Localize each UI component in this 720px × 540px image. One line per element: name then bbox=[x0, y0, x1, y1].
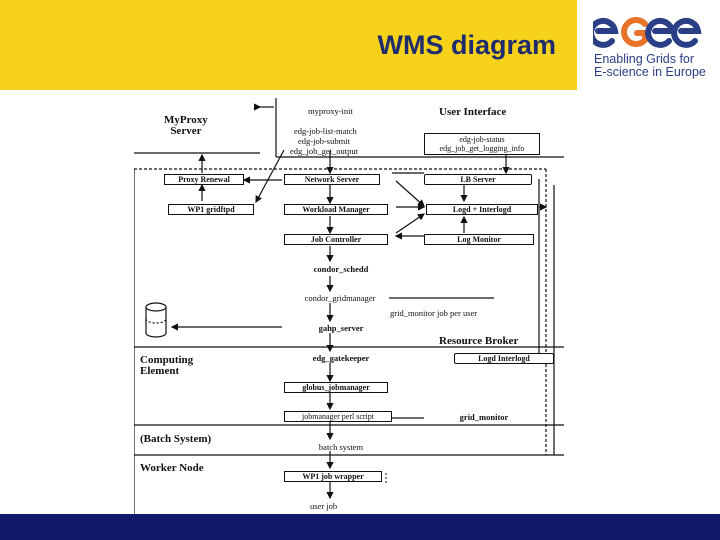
wp1-job-wrapper-box: WP1 job wrapper bbox=[284, 471, 382, 482]
cmd-get-output: edg_job_get_output bbox=[290, 146, 358, 156]
workload-manager-box: Workload Manager bbox=[284, 204, 388, 215]
logo-tagline-line1: Enabling Grids for bbox=[594, 52, 695, 66]
logo-tagline: Enabling Grids for E-science in Europe bbox=[594, 53, 706, 79]
section-resource-broker: Resource Broker bbox=[439, 335, 519, 347]
cmd-submit: edg-job-submit bbox=[298, 136, 350, 146]
status-command-box: edg-job-status edg_job_get_logging_info bbox=[424, 133, 540, 155]
grid-monitor-note: grid_monitor job per user bbox=[390, 308, 478, 318]
proxy-renewal-box: Proxy Renewal bbox=[164, 174, 244, 185]
section-user-interface: User Interface bbox=[439, 106, 507, 118]
cmd-logging-info: edg_job_get_logging_info bbox=[439, 144, 525, 153]
logd-interlogd-rb-box: Logd + Interlogd bbox=[426, 204, 538, 215]
logd-interlogd-ce-box: Logd Interlogd bbox=[454, 353, 554, 364]
condor-schedd-label: condor_schedd bbox=[313, 264, 369, 274]
section-worker-node: Worker Node bbox=[140, 462, 204, 474]
job-controller-box: Job Controller bbox=[284, 234, 388, 245]
user-job-label: user job bbox=[310, 501, 338, 511]
section-computing-element: Computing Element bbox=[140, 354, 194, 377]
logo-tagline-line2: E-science in Europe bbox=[594, 65, 706, 79]
gahp-server-label: gahp_server bbox=[318, 323, 364, 333]
wms-diagram: MyProxy Server User Interface Resource B… bbox=[134, 93, 564, 514]
grid-monitor-label: grid_monitor bbox=[459, 412, 509, 422]
page-title: WMS diagram bbox=[377, 30, 556, 60]
edg-gatekeeper-label: edg_gatekeeper bbox=[312, 353, 370, 363]
cmd-list-match: edg-job-list-match bbox=[294, 126, 357, 136]
globus-jobmanager-box: globus_jobmanager bbox=[284, 382, 388, 393]
storage-icon bbox=[145, 302, 167, 338]
cmd-job-status: edg-job-status bbox=[459, 135, 505, 144]
log-monitor-box: Log Monitor bbox=[424, 234, 534, 245]
section-myproxy-server: MyProxy Server bbox=[164, 114, 208, 137]
network-server-box: Network Server bbox=[284, 174, 380, 185]
egee-logo-icon bbox=[593, 17, 702, 48]
header-band bbox=[0, 0, 577, 90]
wp1-gridftpd-box: WP1 gridftpd bbox=[168, 204, 254, 215]
batch-system-label: batch system bbox=[318, 442, 364, 452]
footer-bar bbox=[0, 514, 720, 540]
diagram-lines bbox=[134, 98, 564, 514]
cmd-myproxy-init: myproxy-init bbox=[308, 106, 353, 116]
section-batch-system: (Batch System) bbox=[140, 433, 212, 445]
condor-gridmanager-label: condor_gridmanager bbox=[304, 293, 376, 303]
lb-server-box: LB Server bbox=[424, 174, 532, 185]
jobmanager-perl-box: jobmanager perl script bbox=[284, 411, 392, 422]
